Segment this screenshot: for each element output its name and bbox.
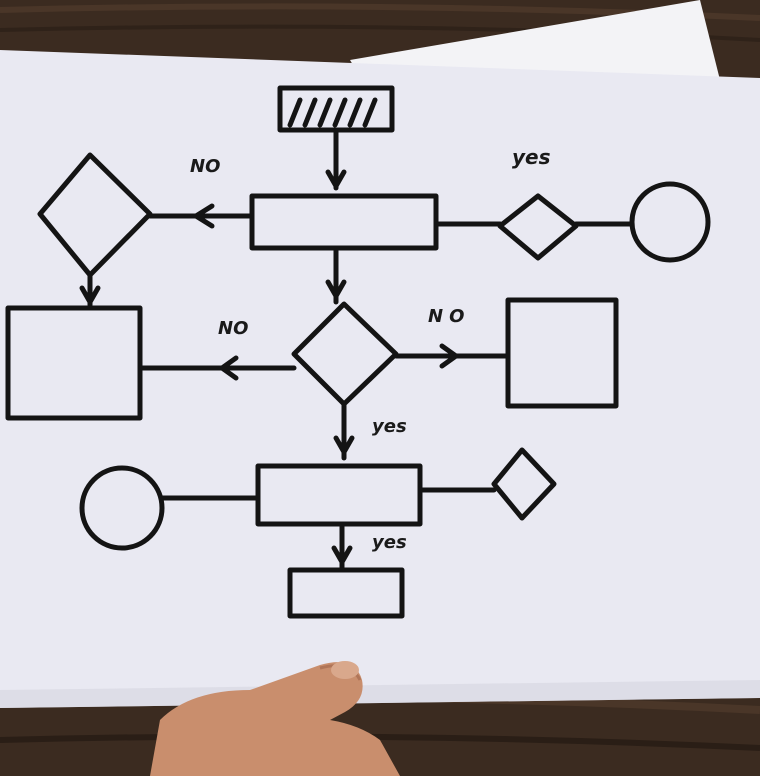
hand	[150, 661, 400, 776]
process-box-right	[505, 297, 619, 409]
process-box-bottom	[255, 463, 423, 527]
end-box	[287, 567, 405, 619]
decision-diamond-top-right	[497, 193, 579, 261]
label-yes-bottom: yes	[372, 532, 407, 553]
process-box-left	[5, 305, 143, 421]
arrowhead-down-3	[333, 435, 355, 455]
arrowhead-down-4	[331, 545, 353, 565]
arrowhead-left-2	[219, 355, 239, 381]
flowchart	[5, 85, 711, 619]
terminal-circle-bottom-left	[79, 465, 165, 551]
label-no-middle-right: NO	[428, 306, 470, 327]
label-yes-top-right: yes	[512, 145, 551, 169]
label-yes-below-decision: yes	[372, 416, 407, 437]
label-no-middle-left: NO	[218, 318, 248, 339]
arrowhead-left-1	[193, 203, 215, 229]
arrowhead-right-1	[439, 343, 459, 369]
arrowhead-down-2	[325, 279, 347, 299]
terminal-circle-top-right	[629, 181, 711, 263]
decision-diamond-bottom-right	[491, 447, 557, 521]
arrowhead-down-left	[79, 285, 101, 305]
label-no-top-left: NO	[190, 156, 220, 177]
arrowhead-down-1	[325, 169, 347, 189]
paper-sheet	[0, 50, 760, 708]
